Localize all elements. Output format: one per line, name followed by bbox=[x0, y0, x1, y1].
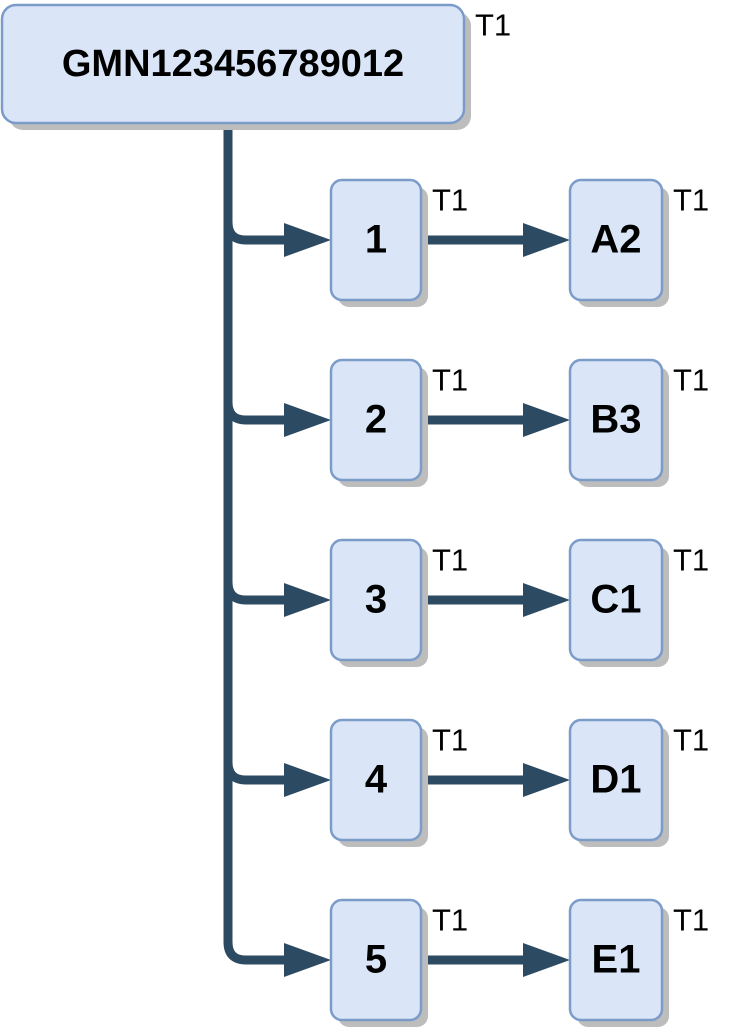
level2-node-4-label: D1 bbox=[590, 758, 641, 802]
branch-arrowhead-4 bbox=[284, 763, 331, 797]
root-node-tag: T1 bbox=[475, 7, 511, 42]
branch-arrowhead-1 bbox=[284, 223, 331, 257]
row-arrowhead-1 bbox=[523, 223, 570, 257]
level1-node-5-tag: T1 bbox=[432, 902, 468, 937]
level1-node-4[interactable] bbox=[329, 718, 423, 842]
level1-node-3[interactable] bbox=[329, 538, 423, 662]
level2-node-1[interactable] bbox=[568, 178, 664, 302]
branch-arrowhead-5 bbox=[284, 943, 331, 977]
branch-connector-1 bbox=[223, 221, 284, 245]
level1-node-1[interactable] bbox=[329, 178, 423, 302]
level1-node-3-tag: T1 bbox=[432, 542, 468, 577]
level1-node-4-tag: T1 bbox=[432, 722, 468, 757]
level2-node-5-label: E1 bbox=[592, 938, 641, 982]
level2-node-4[interactable] bbox=[568, 718, 664, 842]
row-arrowhead-5 bbox=[523, 943, 570, 977]
level2-node-4-tag: T1 bbox=[673, 722, 709, 757]
branch-connector-5 bbox=[223, 941, 284, 965]
level2-node-3[interactable] bbox=[568, 538, 664, 662]
branch-arrowhead-3 bbox=[284, 583, 331, 617]
level1-node-2[interactable] bbox=[329, 358, 423, 482]
branch-connector-3 bbox=[223, 581, 284, 605]
level1-node-5-label: 5 bbox=[365, 938, 387, 982]
level2-node-5-tag: T1 bbox=[673, 902, 709, 937]
level1-node-3-label: 3 bbox=[365, 578, 387, 622]
level1-node-1-tag: T1 bbox=[432, 182, 468, 217]
level2-node-2[interactable] bbox=[568, 358, 664, 482]
row-arrowhead-3 bbox=[523, 583, 570, 617]
row-arrowhead-4 bbox=[523, 763, 570, 797]
root-node[interactable] bbox=[0, 3, 466, 125]
level2-node-2-label: B3 bbox=[590, 398, 641, 442]
level2-node-1-label: A2 bbox=[590, 218, 641, 262]
connector-layer bbox=[223, 122, 570, 977]
node-layer: GMN123456789012T11T1A2T12T1B3T13T1C1T14T… bbox=[0, 3, 709, 1027]
branch-connector-2 bbox=[223, 401, 284, 425]
level2-node-3-tag: T1 bbox=[673, 542, 709, 577]
level2-node-5[interactable] bbox=[568, 898, 664, 1022]
level1-node-2-label: 2 bbox=[365, 398, 387, 442]
level1-node-1-label: 1 bbox=[365, 218, 387, 262]
root-node-label: GMN123456789012 bbox=[62, 43, 404, 85]
level1-node-4-label: 4 bbox=[365, 758, 388, 802]
level2-node-2-tag: T1 bbox=[673, 362, 709, 397]
level2-node-3-label: C1 bbox=[590, 578, 641, 622]
branch-arrowhead-2 bbox=[284, 403, 331, 437]
level1-node-2-tag: T1 bbox=[432, 362, 468, 397]
row-arrowhead-2 bbox=[523, 403, 570, 437]
branch-connector-4 bbox=[223, 761, 284, 785]
level1-node-5[interactable] bbox=[329, 898, 423, 1022]
level2-node-1-tag: T1 bbox=[673, 182, 709, 217]
